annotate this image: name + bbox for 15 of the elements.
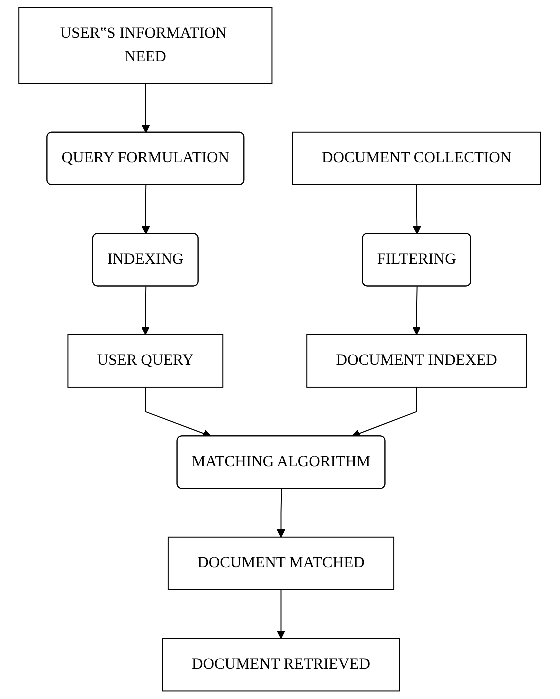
arrow bbox=[352, 386, 418, 438]
node-box: DOCUMENT INDEXED bbox=[306, 334, 528, 388]
arrow bbox=[142, 184, 150, 235]
arrow bbox=[142, 83, 150, 134]
arrow bbox=[276, 589, 286, 640]
node-box: DOCUMENT MATCHED bbox=[168, 536, 395, 590]
node-box: DOCUMENT RETRIEVED bbox=[162, 638, 400, 692]
node-box: DOCUMENT COLLECTION bbox=[292, 132, 542, 186]
arrow bbox=[141, 286, 150, 336]
arrow bbox=[412, 184, 422, 235]
node-box: USER QUERY bbox=[68, 334, 224, 388]
arrow bbox=[145, 386, 212, 438]
arrow bbox=[412, 286, 422, 336]
node-box: USER‟S INFORMATION NEED bbox=[18, 7, 273, 84]
arrow bbox=[276, 488, 286, 538]
